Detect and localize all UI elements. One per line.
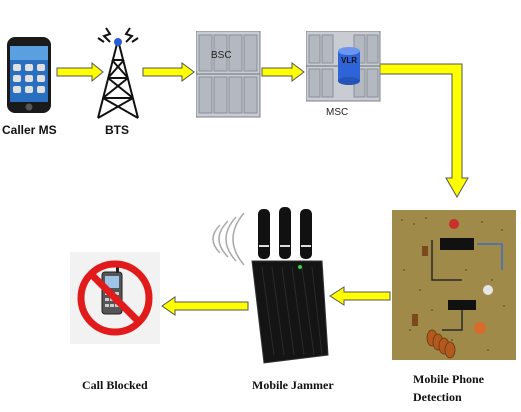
bts-label: BTS <box>105 123 129 137</box>
call-blocked-sign <box>70 252 160 344</box>
jammer-label: Mobile Jammer <box>252 378 334 392</box>
arrow-detection-to-jammer <box>329 286 391 306</box>
tower-icon <box>97 27 139 119</box>
detection-circuit-board <box>392 210 516 360</box>
arrow-caller-to-bts <box>56 61 104 83</box>
jammer-device <box>200 205 330 365</box>
signal-waves-icon <box>212 212 245 266</box>
smartphone-icon <box>7 37 51 113</box>
arrow-msc-to-detection <box>379 63 469 198</box>
bsc-rack <box>196 31 262 119</box>
arrow-bsc-to-msc <box>261 62 305 82</box>
server-rack-icon <box>196 31 261 118</box>
arrow-jammer-to-blocked <box>161 296 249 316</box>
caller-phone <box>6 36 54 116</box>
bts-tower <box>90 20 146 120</box>
server-rack-icon <box>306 31 381 102</box>
detection-label-line1: Mobile Phone <box>413 372 484 386</box>
blocked-label: Call Blocked <box>82 378 148 392</box>
detection-label-line2: Detection <box>413 390 462 404</box>
circuit-board-icon <box>392 210 516 360</box>
msc-label: MSC <box>326 107 349 118</box>
msc-rack <box>306 31 382 103</box>
jammer-icon <box>212 207 329 364</box>
bsc-label: BSC <box>211 50 232 61</box>
caller-label: Caller MS <box>2 123 57 137</box>
no-phone-icon <box>70 252 160 344</box>
vlr-label: VLR <box>341 56 357 65</box>
arrow-bts-to-bsc <box>142 62 195 82</box>
database-icon <box>338 47 360 85</box>
